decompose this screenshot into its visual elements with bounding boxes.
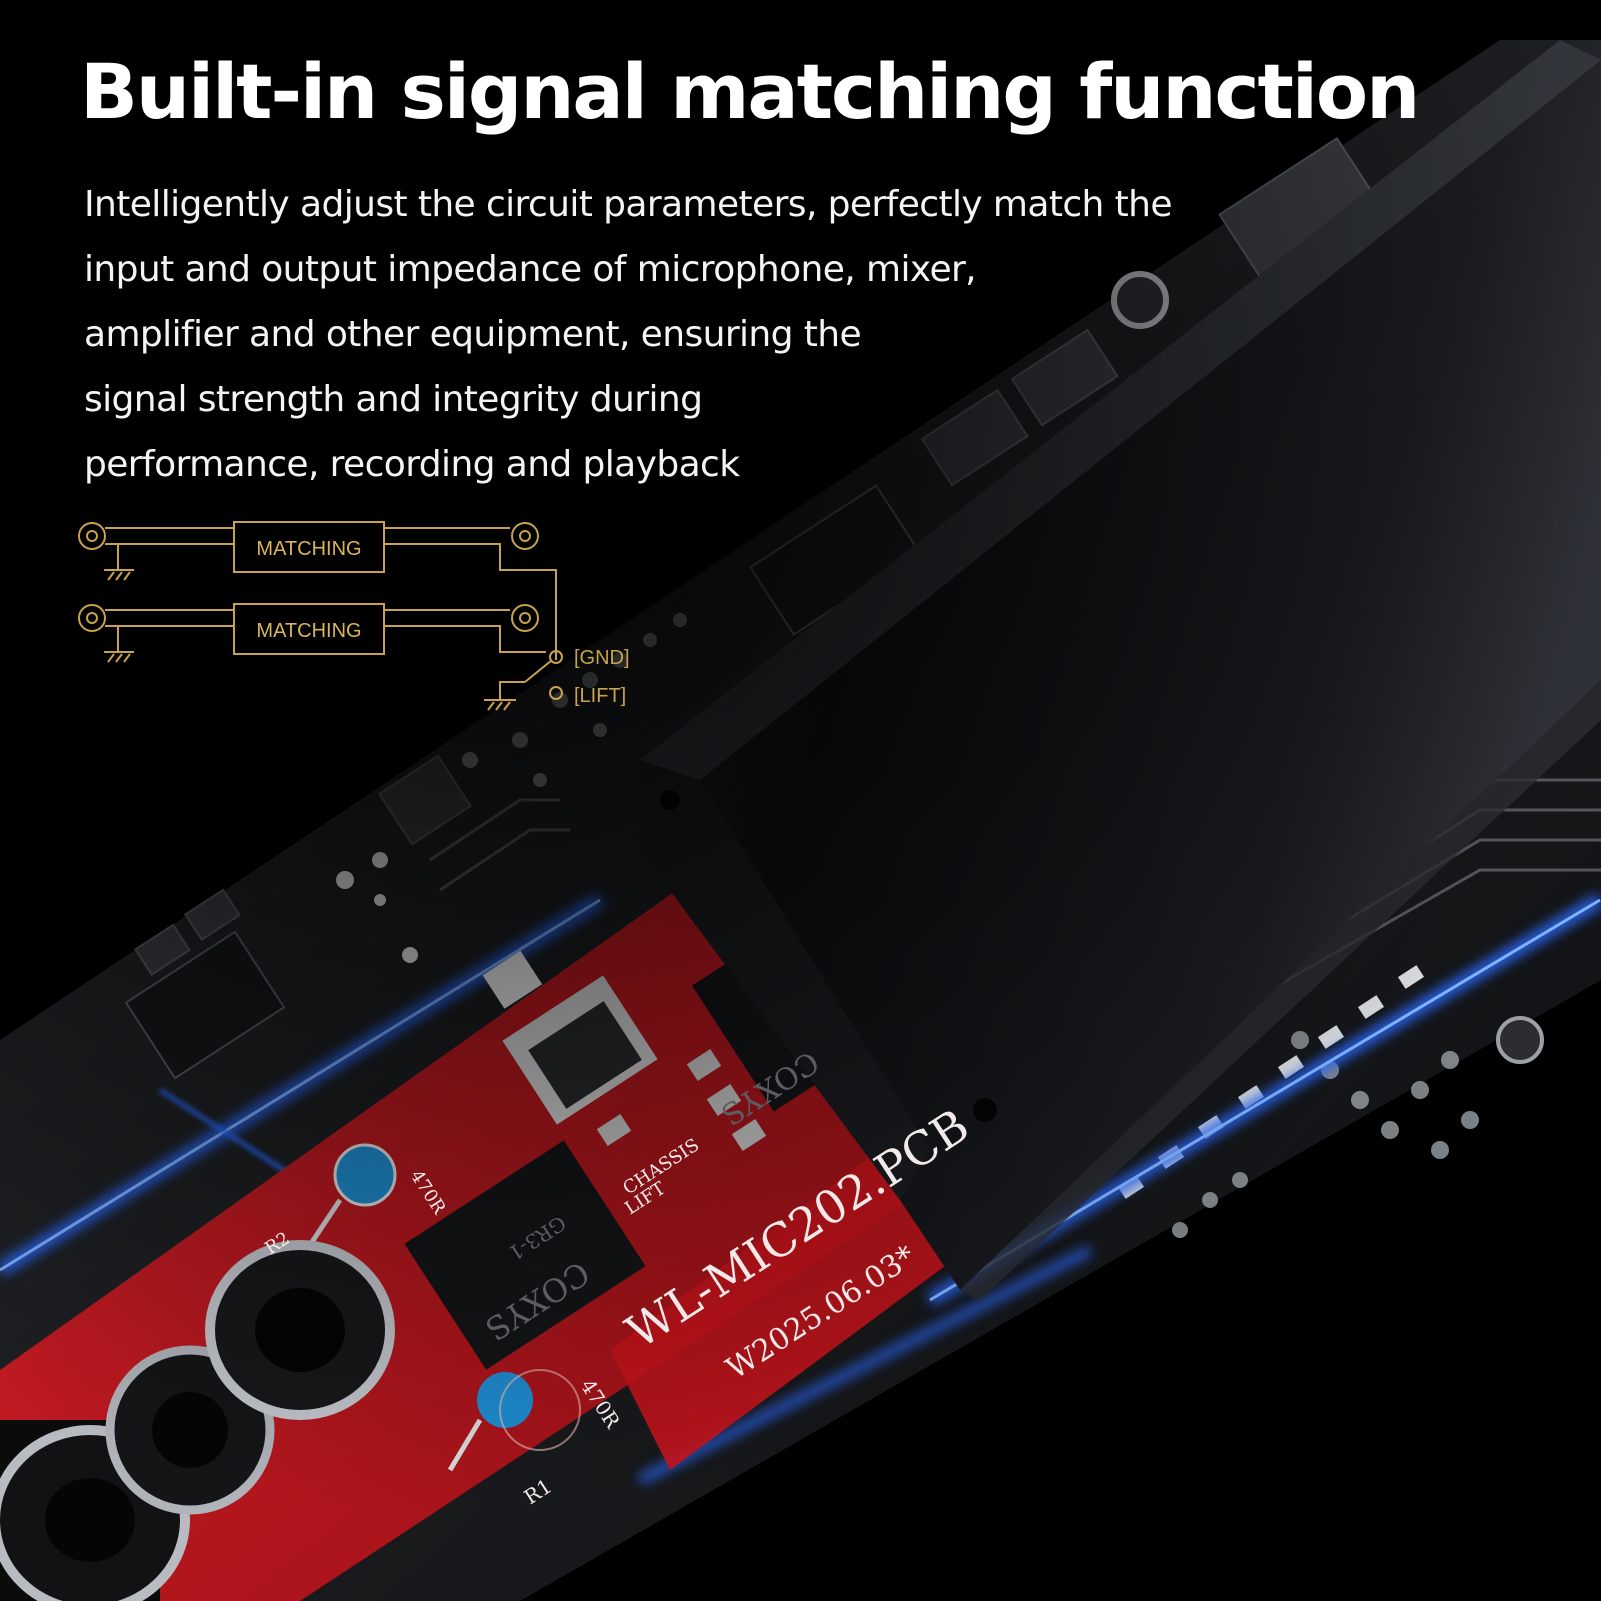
description-line: Intelligently adjust the circuit paramet… — [84, 184, 1172, 225]
headline: Built-in signal matching function — [80, 47, 1420, 136]
description-line: input and output impedance of microphone… — [84, 249, 977, 290]
description-line: performance, recording and playback — [84, 444, 740, 485]
description-line: signal strength and integrity during — [84, 379, 703, 420]
description: Intelligently adjust the circuit paramet… — [84, 172, 1264, 497]
description-line: amplifier and other equipment, ensuring … — [84, 314, 862, 355]
